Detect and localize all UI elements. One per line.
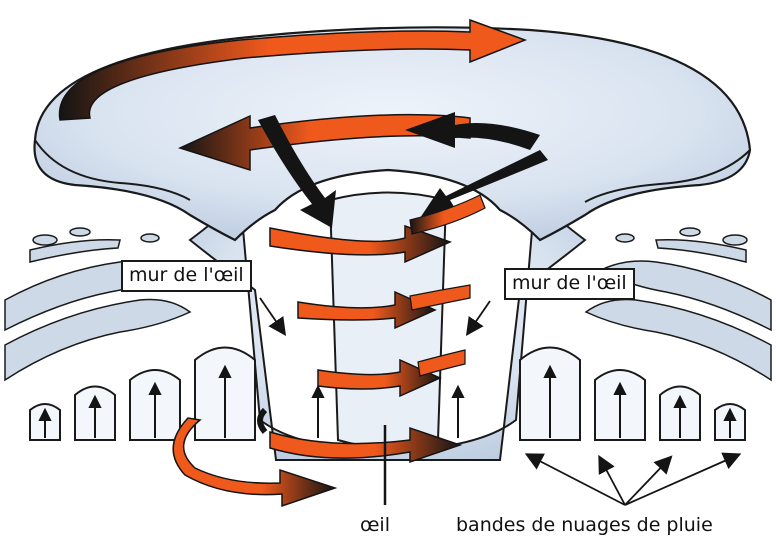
label-eyewall-left: mur de l'œil (121, 260, 252, 292)
pointer-band-4 (625, 455, 738, 505)
pointer-band-3 (625, 458, 670, 505)
pointer-eyewall-left (260, 298, 284, 333)
label-rain-bands: bandes de nuages de pluie (456, 514, 713, 536)
pointer-eyewall-right (468, 301, 490, 333)
label-eye: œil (360, 514, 390, 536)
pointer-band-1 (528, 455, 625, 505)
label-eyewall-right: mur de l'œil (504, 268, 635, 300)
